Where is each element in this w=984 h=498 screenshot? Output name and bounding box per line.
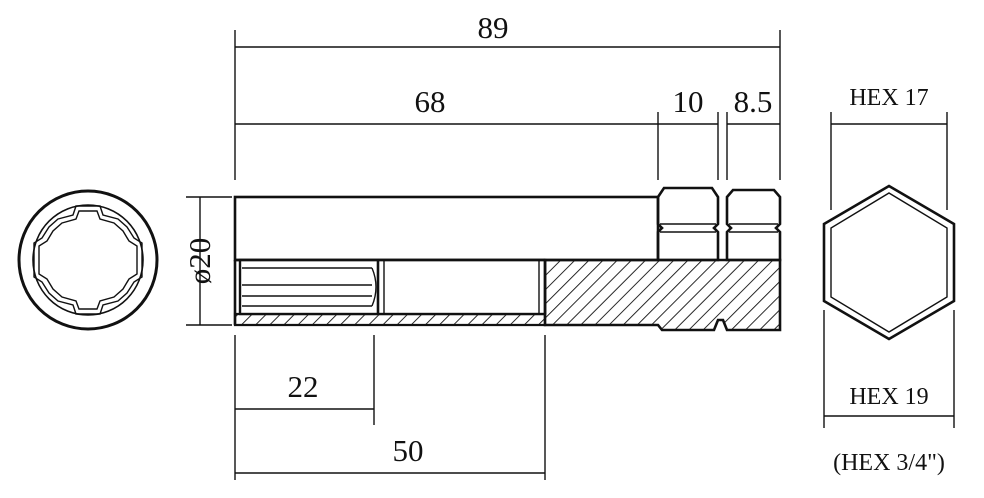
hex-bottom-label: HEX 19 xyxy=(849,384,928,410)
dim-50: 50 xyxy=(235,335,546,480)
end-view-inner-profile xyxy=(33,205,143,315)
dim-22-label: 22 xyxy=(288,369,319,404)
hex-inner xyxy=(830,192,948,333)
dim-8-5-label: 8.5 xyxy=(734,84,773,119)
section-solid-hatch xyxy=(543,258,782,332)
bore-wall-hatch xyxy=(233,312,547,327)
dim-10: 10 xyxy=(657,84,719,180)
dim-68-label: 68 xyxy=(415,84,446,119)
end-view-circle xyxy=(17,189,159,331)
hex-outer xyxy=(822,184,956,341)
dim-50-label: 50 xyxy=(393,433,424,468)
dim-diameter: ø20 xyxy=(182,196,232,326)
hex-top-label: HEX 17 xyxy=(849,85,928,111)
dim-diameter-label: ø20 xyxy=(182,238,217,285)
dim-89-label: 89 xyxy=(478,10,509,45)
dim-22: 22 xyxy=(234,335,375,480)
hex-nut-1 xyxy=(656,186,720,262)
dim-8-5: 8.5 xyxy=(726,84,780,180)
hex-view: HEX 17 HEX 19 (HEX 3/4") xyxy=(822,85,956,476)
hex-bottom-label-alt: (HEX 3/4") xyxy=(833,450,945,476)
dim-68: 68 xyxy=(235,84,658,125)
side-view xyxy=(233,186,782,332)
hex-nut-2 xyxy=(725,188,782,262)
dim-89: 89 xyxy=(234,10,781,180)
dim-10-label: 10 xyxy=(673,84,704,119)
socket-body-upper xyxy=(233,195,660,262)
